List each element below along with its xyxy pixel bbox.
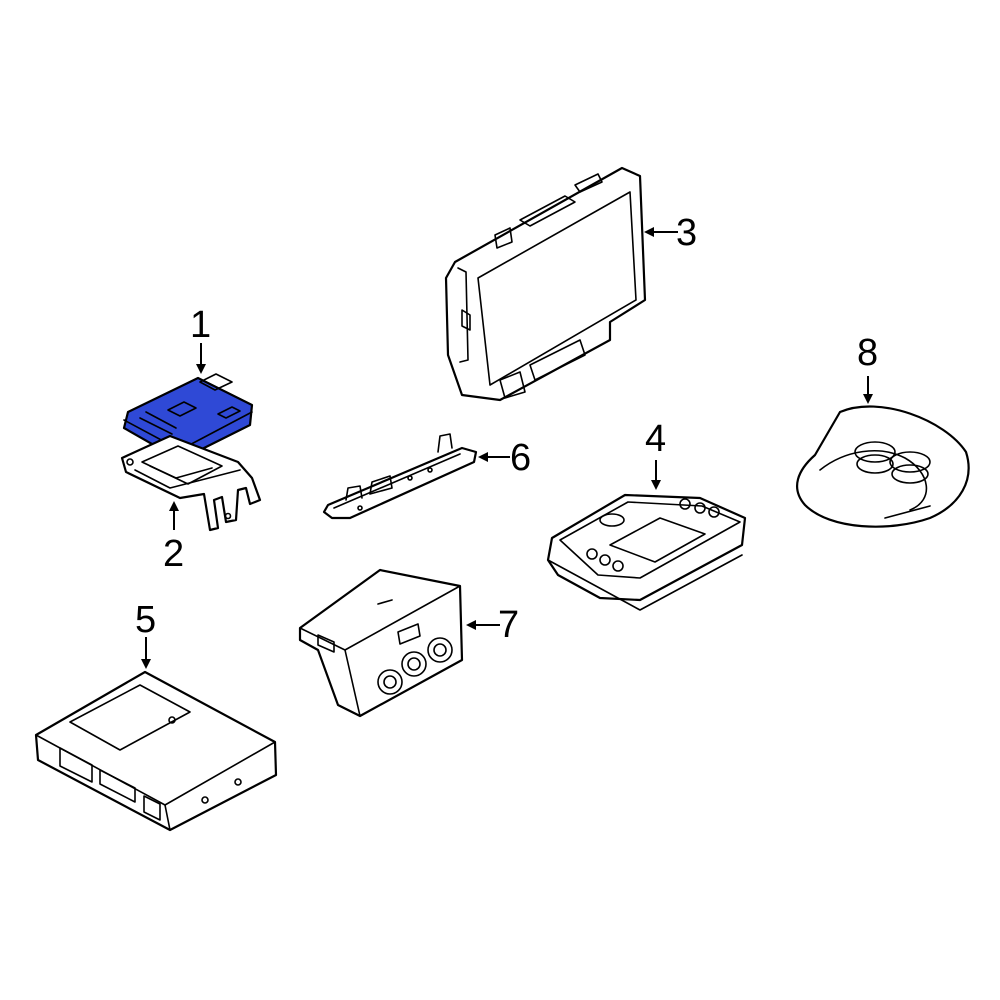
part-8-shifter-knob[interactable] — [796, 405, 970, 528]
callout-3: 3 — [676, 212, 697, 254]
callout-2: 2 — [163, 533, 184, 575]
part-7-control-box[interactable] — [298, 568, 464, 718]
part-3-display-screen[interactable] — [444, 166, 647, 402]
part-5-flat-module[interactable] — [34, 670, 278, 832]
callout-6: 6 — [510, 437, 531, 479]
part-2-bracket[interactable] — [120, 434, 262, 532]
part-6-switch-panel[interactable] — [322, 433, 478, 520]
callout-8: 8 — [857, 332, 878, 374]
callout-5: 5 — [135, 599, 156, 641]
callout-7: 7 — [498, 604, 519, 646]
part-4-control-panel[interactable] — [546, 493, 747, 611]
callout-1: 1 — [190, 304, 211, 346]
callout-4: 4 — [645, 418, 666, 460]
